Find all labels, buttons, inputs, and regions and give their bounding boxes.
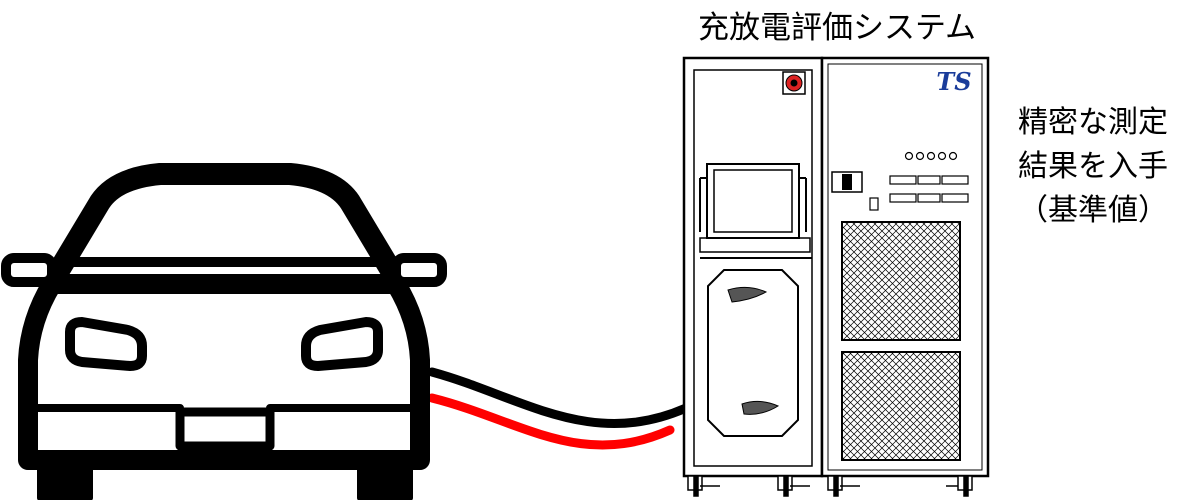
charge-discharge-system: TS bbox=[682, 56, 990, 497]
logo-text: TS bbox=[936, 67, 971, 96]
system-title: 充放電評価システム bbox=[697, 10, 977, 46]
car-left-mirror bbox=[1, 253, 57, 287]
car-body bbox=[18, 274, 430, 470]
car-left-wheel bbox=[37, 453, 93, 501]
result-note-line2: 結果を入手 bbox=[1018, 149, 1168, 184]
left-rack-inner bbox=[693, 69, 813, 467]
company-logo: TS bbox=[936, 67, 971, 96]
car-license-plate bbox=[175, 407, 275, 451]
upper-vent-grille bbox=[841, 221, 961, 341]
red-cable bbox=[427, 393, 675, 450]
car-left-headlight bbox=[65, 317, 147, 371]
emergency-stop-button bbox=[782, 71, 806, 95]
car-roof bbox=[47, 163, 403, 283]
charging-cables bbox=[427, 367, 691, 450]
casters bbox=[687, 475, 973, 497]
black-cable bbox=[427, 367, 691, 428]
switch-panel bbox=[831, 171, 863, 193]
car-right-headlight bbox=[301, 317, 383, 371]
right-cabinet-inner bbox=[827, 63, 983, 471]
result-note-line1: 精密な測定 bbox=[1018, 105, 1168, 140]
breaker-panel bbox=[889, 175, 969, 203]
car-illustration bbox=[1, 163, 447, 501]
car-right-mirror bbox=[391, 253, 447, 287]
monitor bbox=[706, 163, 800, 239]
keyboard-shelf bbox=[699, 237, 811, 253]
monitor-screen bbox=[713, 169, 793, 233]
lower-vent-grille bbox=[841, 351, 961, 461]
indicator-lamps bbox=[904, 151, 958, 161]
result-note-line3: （基準値） bbox=[1018, 193, 1168, 228]
car-right-wheel bbox=[357, 453, 413, 501]
battery-compartment-door bbox=[707, 269, 799, 437]
